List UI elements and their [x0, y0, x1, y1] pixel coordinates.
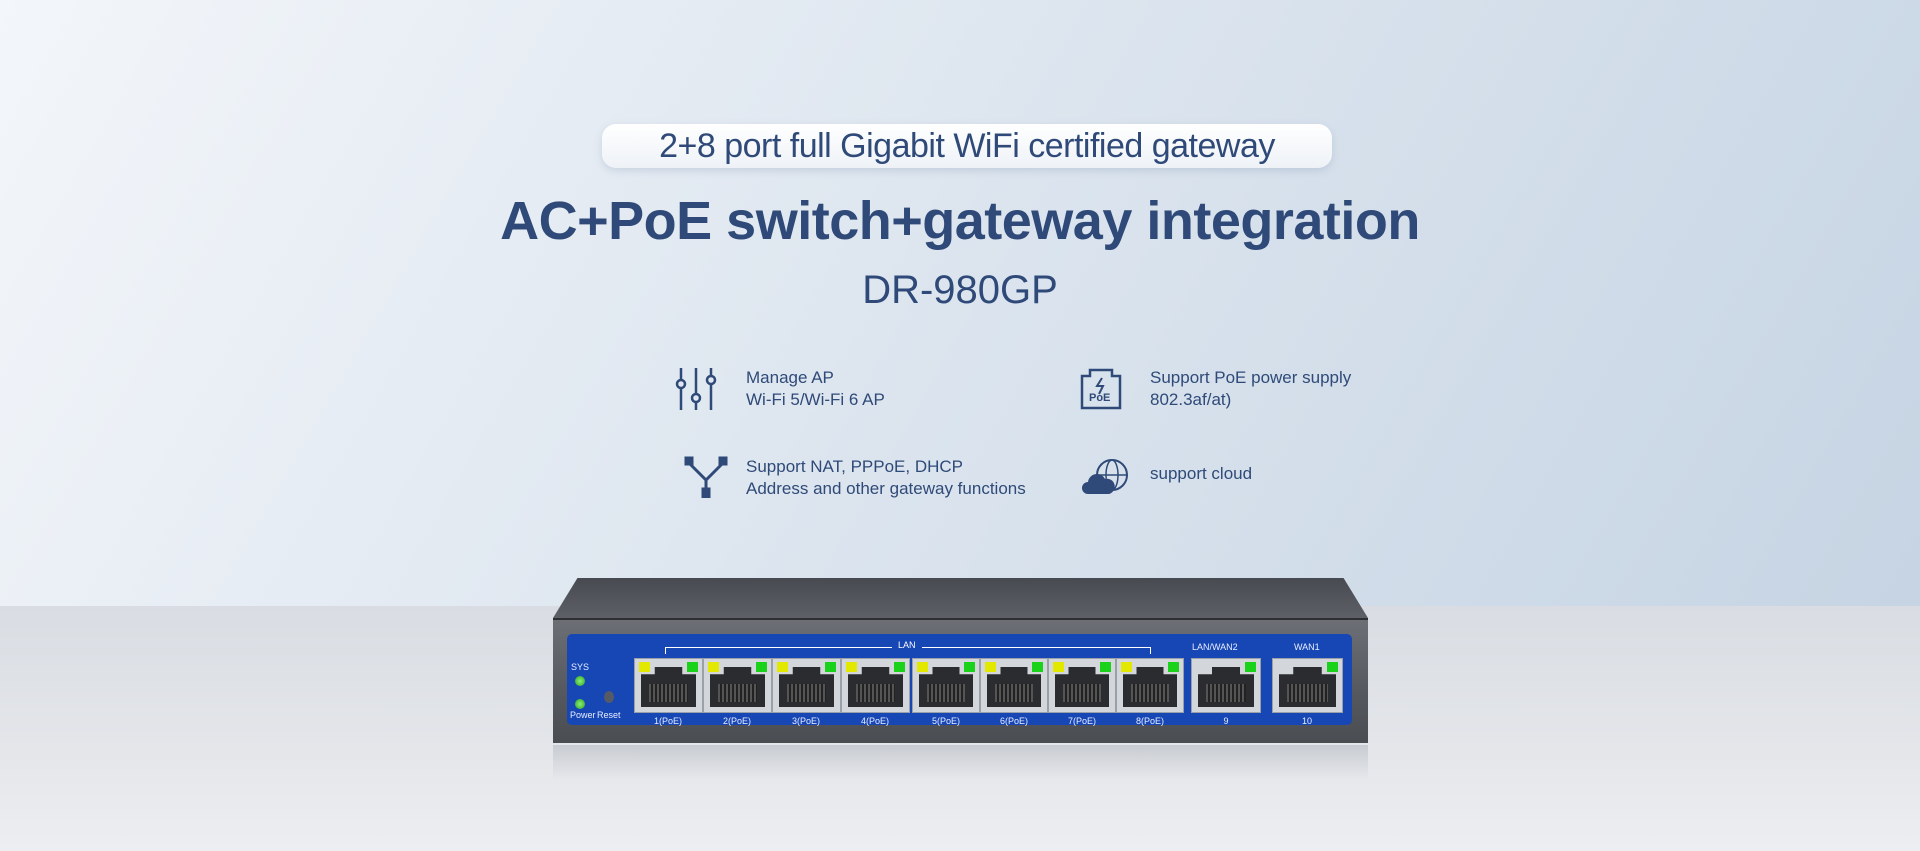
led-green [1245, 662, 1256, 672]
sliders-icon [675, 368, 717, 410]
reset-button[interactable] [604, 691, 614, 703]
feature-gateway: Support NAT, PPPoE, DHCP Address and othe… [746, 456, 1026, 500]
poe-icon: PoE [1080, 366, 1122, 410]
port-label: 7(PoE) [1067, 716, 1096, 726]
rj45-socket [641, 667, 696, 707]
ethernet-port-1[interactable] [634, 658, 703, 713]
lan-group-1 [634, 658, 910, 713]
feature-line: support cloud [1150, 464, 1253, 483]
ethernet-port-2[interactable] [703, 658, 772, 713]
rj45-socket [710, 667, 765, 707]
switch-top [553, 578, 1368, 618]
led-yellow [917, 662, 928, 672]
led-yellow [846, 662, 857, 672]
led-yellow [708, 662, 719, 672]
port-label: 10 [1301, 716, 1312, 726]
feature-line: Address and other gateway functions [746, 479, 1026, 498]
port-group-10 [1272, 658, 1343, 713]
rj45-socket [1055, 667, 1109, 707]
reset-label[interactable]: Reset [597, 710, 621, 720]
led-green [1168, 662, 1179, 672]
wan1-label: WAN1 [1294, 642, 1320, 652]
rj45-socket [919, 667, 973, 707]
lanwan2-label: LAN/WAN2 [1192, 642, 1238, 652]
feature-poe: Support PoE power supply 802.3af/at) [1150, 367, 1351, 411]
led-green [964, 662, 975, 672]
led-green [894, 662, 905, 672]
port-label: 9 [1223, 716, 1229, 726]
ethernet-port-7[interactable] [1048, 658, 1116, 713]
power-label: Power [570, 710, 596, 720]
sys-led [575, 676, 585, 686]
ethernet-port-5[interactable] [912, 658, 980, 713]
power-led [575, 699, 585, 709]
port-label: 4(PoE) [860, 716, 889, 726]
port-label: 1(PoE) [653, 716, 682, 726]
port-label: 3(PoE) [791, 716, 820, 726]
network-split-icon [684, 456, 728, 498]
led-green [1032, 662, 1043, 672]
tagline-pill: 2+8 port full Gigabit WiFi certified gat… [602, 124, 1332, 168]
led-yellow [985, 662, 996, 672]
port-label: 8(PoE) [1135, 716, 1164, 726]
ethernet-port-8[interactable] [1116, 658, 1184, 713]
feature-manage-ap: Manage AP Wi-Fi 5/Wi-Fi 6 AP [746, 367, 885, 411]
rj45-socket [1123, 667, 1177, 707]
port-panel: LAN LAN/WAN2 WAN1 SYS Power Reset 1(PoE)… [567, 634, 1352, 726]
led-yellow [777, 662, 788, 672]
rj45-socket [987, 667, 1041, 707]
rj45-socket [779, 667, 834, 707]
feature-line: Support NAT, PPPoE, DHCP [746, 457, 963, 476]
port-group-9 [1191, 658, 1261, 713]
feature-line: Support PoE power supply [1150, 368, 1352, 387]
led-green [1327, 662, 1338, 672]
led-green [687, 662, 698, 672]
feature-line: 802.3af/at) [1150, 390, 1232, 409]
headline: AC+PoE switch+gateway integration [500, 191, 1420, 251]
rj45-socket [1279, 667, 1336, 707]
led-yellow [639, 662, 650, 672]
port-label: 6(PoE) [999, 716, 1028, 726]
led-yellow [1053, 662, 1064, 672]
led-yellow [1121, 662, 1132, 672]
port-label: 2(PoE) [722, 716, 751, 726]
feature-cloud: support cloud [1150, 463, 1252, 485]
lan-label: LAN [892, 640, 922, 650]
led-green [825, 662, 836, 672]
cloud-globe-icon [1082, 459, 1128, 494]
ethernet-port-9[interactable] [1191, 658, 1261, 713]
switch-reflection [553, 745, 1368, 780]
feature-line: Manage AP [746, 368, 834, 387]
led-green [1100, 662, 1111, 672]
rj45-socket [848, 667, 903, 707]
feature-line: Wi-Fi 5/Wi-Fi 6 AP [746, 390, 885, 409]
model-name: DR-980GP [862, 268, 1058, 312]
ethernet-port-6[interactable] [980, 658, 1048, 713]
led-green [756, 662, 767, 672]
ethernet-port-3[interactable] [772, 658, 841, 713]
poe-badge: PoE [1089, 392, 1111, 404]
port-label: 5(PoE) [931, 716, 960, 726]
ethernet-port-10[interactable] [1272, 658, 1343, 713]
sys-label: SYS [571, 662, 590, 672]
ethernet-port-4[interactable] [841, 658, 910, 713]
lan-group-2 [912, 658, 1184, 713]
rj45-socket [1198, 667, 1254, 707]
